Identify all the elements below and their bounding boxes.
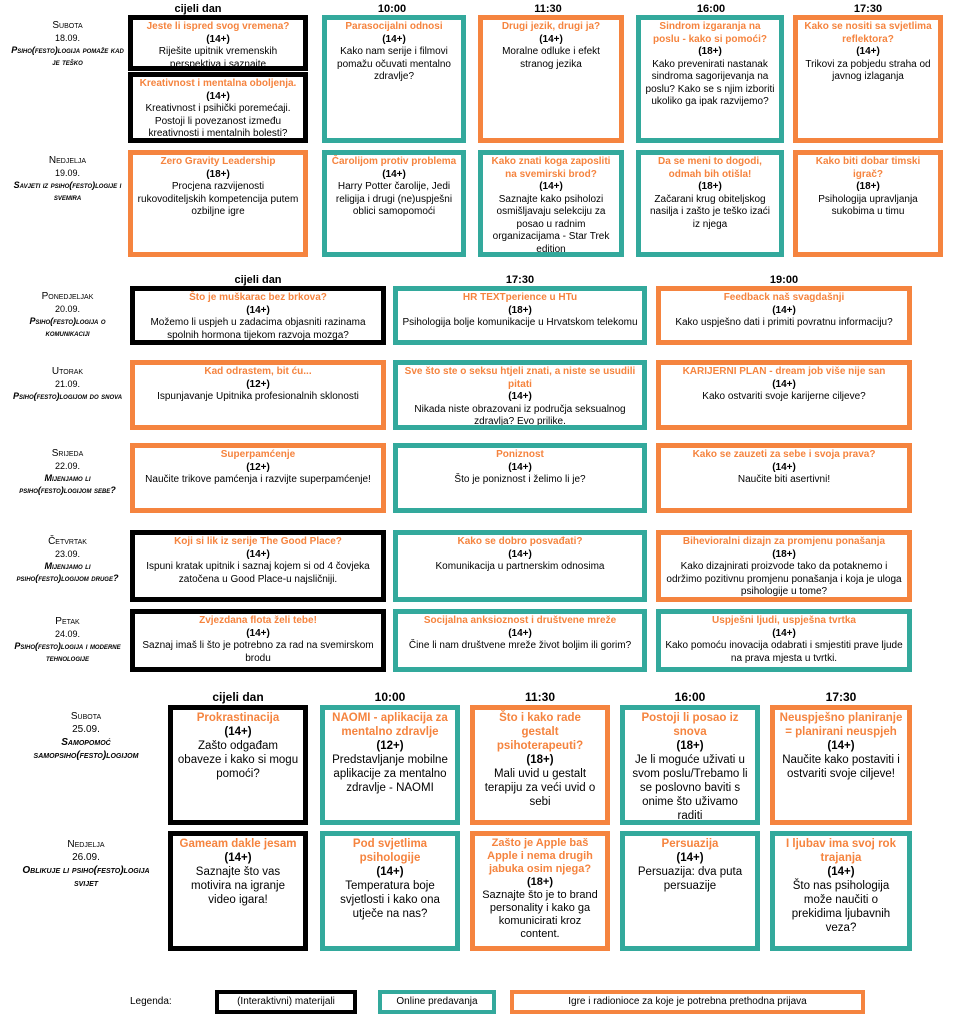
event-card[interactable]: Zero Gravity Leadership(18+)Procjena raz… [128,150,308,257]
event-card[interactable]: Da se meni to dogodi, odmah bih otišla!(… [636,150,784,257]
event-card[interactable]: Kako biti dobar timski igrač?(18+)Psihol… [793,150,943,257]
col-header-1600: 16:00 [674,690,706,704]
event-card[interactable]: Jeste li ispred svog vremena?(14+)Riješi… [128,15,308,71]
event-card[interactable]: Koji si lik iz serije The Good Place?(14… [130,530,386,602]
event-card[interactable]: Pod svjetlima psihologije(14+)Temperatur… [320,831,460,951]
col-header-1730: 17:30 [825,690,857,704]
event-card[interactable]: Sindrom izgaranja na poslu - kako si pom… [636,15,784,143]
event-card[interactable]: Feedback naš svagdašnji(14+)Kako uspješn… [656,286,912,345]
event-card[interactable]: Kreativnost i mentalna oboljenja.(14+)Kr… [128,72,308,143]
event-card[interactable]: Parasocijalni odnosi(14+)Kako nam serije… [322,15,466,143]
event-card[interactable]: Zašto je Apple baš Apple i nema drugih j… [470,831,610,951]
event-card[interactable]: Gameam dakle jesam(14+)Saznajte što vas … [168,831,308,951]
event-card[interactable]: Prokrastinacija(14+)Zašto odgađam obavez… [168,705,308,825]
col-header-1130: 11:30 [534,3,562,15]
col-header-all-day: cijeli dan [212,690,264,704]
event-card[interactable]: I ljubav ima svoj rok trajanja(14+)Što n… [770,831,912,951]
event-card[interactable]: Što je muškarac bez brkova?(14+)Možemo l… [130,286,386,345]
col-header-1730: 17:30 [505,274,535,286]
event-card[interactable]: Postoji li posao iz snova(18+)Je li mogu… [620,705,760,825]
event-card[interactable]: Kako se zauzeti za sebe i svoja prava?(1… [656,443,912,513]
event-card[interactable]: Kad odrastem, bit ću...(12+)Ispunjavanje… [130,360,386,430]
event-card[interactable]: Kako se dobro posvađati?(14+)Komunikacij… [393,530,647,602]
col-header-1900: 19:00 [769,274,799,286]
col-header-1130: 11:30 [524,690,556,704]
event-card[interactable]: Zvjezdana flota želi tebe!(14+)Saznaj im… [130,609,386,672]
col-header-all-day: cijeli dan [174,3,222,15]
event-card[interactable]: HR TEXTperience u HTu(18+)Psihologija bo… [393,286,647,345]
event-card[interactable]: Čarolijom protiv problema(14+)Harry Pott… [322,150,466,257]
event-card[interactable]: Kako znati koga zaposliti na svemirski b… [478,150,624,257]
col-header-1000: 10:00 [377,3,407,15]
col-header-1000: 10:00 [374,690,406,704]
col-header-1600: 16:00 [696,3,726,15]
col-header-1730: 17:30 [853,3,883,15]
event-card[interactable]: Socijalna anksioznost i društvene mreže(… [393,609,647,672]
event-card[interactable]: Persuazija(14+)Persuazija: dva puta pers… [620,831,760,951]
event-card[interactable]: Neuspješno planiranje = planirani neuspj… [770,705,912,825]
event-card[interactable]: Poniznost(14+)Što je poniznost i želimo … [393,443,647,513]
legend-workshops: Igre i radionioce za koje je potrebna pr… [510,990,865,1014]
event-card[interactable]: Superpamćenje(12+)Naučite trikove pamćen… [130,443,386,513]
event-card[interactable]: NAOMI - aplikacija za mentalno zdravlje(… [320,705,460,825]
event-card[interactable]: Uspješni ljudi, uspješna tvrtka(14+)Kako… [656,609,912,672]
legend-interactive-materials: (Interaktivni) materijali [215,990,357,1014]
event-card[interactable]: Kako se nositi sa svjetlima reflektora?(… [793,15,943,143]
legend-online-lectures: Online predavanja [378,990,496,1014]
event-card[interactable]: Drugi jezik, drugi ja?(14+)Moralne odluk… [478,15,624,143]
event-card[interactable]: Bihevioralni dizajn za promjenu ponašanj… [656,530,912,602]
event-card[interactable]: KARIJERNI PLAN - dream job više nije san… [656,360,912,430]
legend-label: Legenda: [130,996,172,1007]
event-card[interactable]: Što i kako rade gestalt psihoterapeuti?(… [470,705,610,825]
col-header-all-day: cijeli dan [234,274,282,286]
event-card[interactable]: Sve što ste o seksu htjeli znati, a nist… [393,360,647,430]
